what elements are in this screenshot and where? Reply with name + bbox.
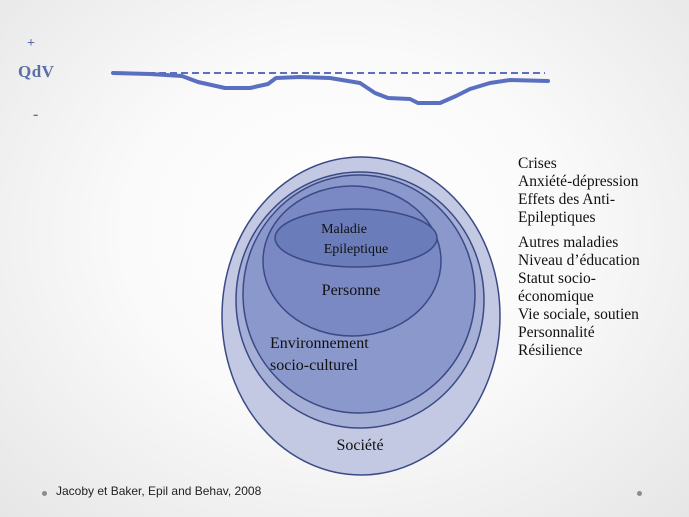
factors-person-group: Autres maladies Niveau d’éducation Statu…: [518, 234, 686, 360]
qol-minus-sign: -: [33, 106, 39, 123]
label-maladie-line2: Epileptique: [324, 242, 389, 257]
factor-item: Anxiété-dépression: [518, 173, 639, 190]
qol-curve: [111, 71, 550, 105]
factor-item: Crises: [518, 155, 557, 172]
circle-maladie: [274, 208, 438, 268]
label-environnement-line2: socio-culturel: [270, 357, 359, 374]
factor-item: économique: [518, 288, 594, 305]
factor-item: Résilience: [518, 342, 583, 359]
label-societe: Société: [336, 437, 383, 454]
qol-plus-sign: +: [27, 36, 35, 51]
label-personne: Personne: [322, 282, 381, 299]
factor-item: Epileptiques: [518, 209, 596, 226]
factor-item: Niveau d’éducation: [518, 252, 640, 269]
factors-disease-group: Crises Anxiété-dépression Effets des Ant…: [518, 155, 686, 227]
label-environnement-line1: Environnement: [270, 335, 369, 352]
factor-item: Vie sociale, soutien: [518, 306, 639, 323]
factors-list: Crises Anxiété-dépression Effets des Ant…: [518, 155, 686, 360]
factor-item: Personnalité: [518, 324, 595, 341]
qol-axis-label: QdV: [18, 62, 55, 81]
factor-item: Statut socio-: [518, 270, 596, 287]
factor-item: Effets des Anti-: [518, 191, 616, 208]
factor-item: Autres maladies: [518, 234, 619, 251]
label-maladie-line1: Maladie: [321, 222, 367, 237]
